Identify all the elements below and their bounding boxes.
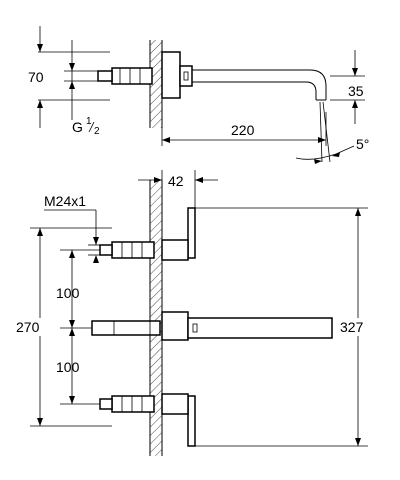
spout-front [187, 317, 333, 339]
dim-total-right-label: 327 [340, 319, 364, 335]
spout-top [192, 69, 327, 100]
upper-valve-body [111, 241, 155, 259]
dim-thread-numerator: 1 [86, 116, 92, 127]
upper-handle [187, 207, 196, 259]
dim-spout-height-label: 35 [348, 83, 364, 99]
wall-section-top [150, 40, 162, 128]
escutcheon-top [161, 51, 181, 99]
front-view: 42 M24x1 [14, 170, 379, 456]
top-view: 70 G 1 2 220 35 5° [28, 26, 369, 164]
dim-thread-prefix: G [72, 119, 83, 135]
dim-angle-label: 5° [356, 136, 369, 152]
valve-body-top [111, 67, 153, 85]
dim-height-label: 70 [28, 69, 44, 85]
dim-depth-label: 42 [168, 173, 184, 189]
wall-section-front [150, 180, 162, 456]
lower-valve-body [111, 395, 155, 413]
lower-handle [187, 395, 196, 447]
dim-upper-spacing-label: 100 [56, 285, 80, 301]
dim-lower-spacing-label: 100 [56, 359, 80, 375]
dim-total-left-label: 270 [16, 319, 40, 335]
dim-thread-m-label: M24x1 [44, 193, 86, 209]
dim-thread-denominator: 2 [94, 126, 100, 137]
dim-projection-label: 220 [231, 122, 255, 138]
